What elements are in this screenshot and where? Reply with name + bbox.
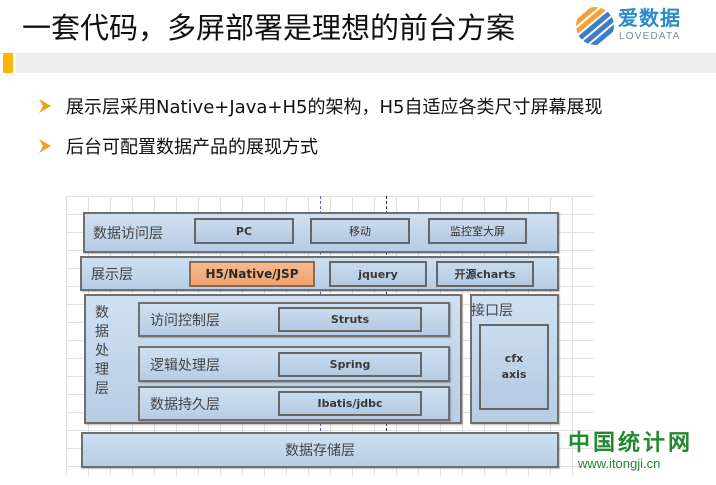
watermark-name-cn: 中国统计网 bbox=[568, 430, 694, 456]
data-processing-layer: 数 据 处 理 层 访问控制层 Struts 逻辑处理层 Spring 数据持久… bbox=[84, 294, 462, 424]
data-storage-layer-label: 数据存储层 bbox=[285, 443, 355, 459]
tech-cfx-axis: cfx axis bbox=[479, 324, 549, 410]
presentation-item-jquery: jquery bbox=[329, 261, 427, 287]
logic-processing-sublayer: 逻辑处理层 Spring bbox=[138, 346, 450, 382]
data-persistence-label: 数据持久层 bbox=[150, 397, 220, 413]
data-storage-layer: 数据存储层 bbox=[81, 432, 559, 468]
data-persistence-sublayer: 数据持久层 Ibatis/jdbc bbox=[138, 386, 450, 421]
access-control-sublayer: 访问控制层 Struts bbox=[138, 302, 450, 337]
bullet-list: 展示层采用Native+Java+H5的架构，H5自适应各类尺寸屏幕展现 后台可… bbox=[38, 92, 602, 172]
bullet-item: 展示层采用Native+Java+H5的架构，H5自适应各类尺寸屏幕展现 bbox=[38, 92, 602, 120]
arrow-bullet-icon bbox=[39, 99, 51, 113]
bullet-text: 展示层采用Native+Java+H5的架构，H5自适应各类尺寸屏幕展现 bbox=[66, 97, 603, 118]
data-access-layer: 数据访问层 PC 移动 监控室大屏 bbox=[83, 212, 559, 253]
access-control-label: 访问控制层 bbox=[150, 313, 220, 329]
logo-name-cn: 爱数据 bbox=[618, 6, 681, 30]
data-access-layer-label: 数据访问层 bbox=[93, 226, 163, 242]
data-processing-layer-label: 数 据 处 理 层 bbox=[95, 305, 109, 397]
itongji-watermark: 中国统计网 www.itongji.cn bbox=[568, 430, 708, 472]
bullet-text: 后台可配置数据产品的展现方式 bbox=[66, 137, 318, 158]
presentation-item-h5-native-jsp: H5/Native/JSP bbox=[189, 261, 315, 287]
slide-title: 一套代码，多屏部署是理想的前台方案 bbox=[22, 11, 516, 45]
accent-bar bbox=[3, 53, 13, 73]
tech-spring: Spring bbox=[278, 352, 422, 377]
access-item-pc: PC bbox=[194, 218, 294, 244]
presentation-item-open-charts: 开源charts bbox=[436, 261, 534, 287]
interface-layer-label: 接口层 bbox=[471, 303, 513, 319]
watermark-url: www.itongji.cn bbox=[578, 456, 661, 471]
presentation-layer: 展示层 H5/Native/JSP jquery 开源charts bbox=[80, 256, 559, 291]
lovedata-logo-icon bbox=[576, 7, 614, 45]
tech-ibatis-jdbc: Ibatis/jdbc bbox=[278, 391, 422, 416]
header-divider-bar bbox=[16, 53, 716, 73]
tech-struts: Struts bbox=[278, 307, 422, 332]
presentation-layer-label: 展示层 bbox=[91, 267, 133, 283]
logo-name-en: LOVEDATA bbox=[619, 31, 681, 42]
access-item-monitor-screen: 监控室大屏 bbox=[428, 218, 527, 244]
lovedata-logo: 爱数据 LOVEDATA bbox=[575, 4, 710, 48]
bullet-item: 后台可配置数据产品的展现方式 bbox=[38, 132, 602, 160]
architecture-diagram: 数据访问层 PC 移动 监控室大屏 展示层 H5/Native/JSP jque… bbox=[66, 196, 594, 476]
logic-processing-label: 逻辑处理层 bbox=[150, 358, 220, 374]
interface-layer: 接口层 cfx axis bbox=[470, 294, 559, 424]
arrow-bullet-icon bbox=[39, 139, 51, 153]
access-item-mobile: 移动 bbox=[310, 218, 410, 244]
